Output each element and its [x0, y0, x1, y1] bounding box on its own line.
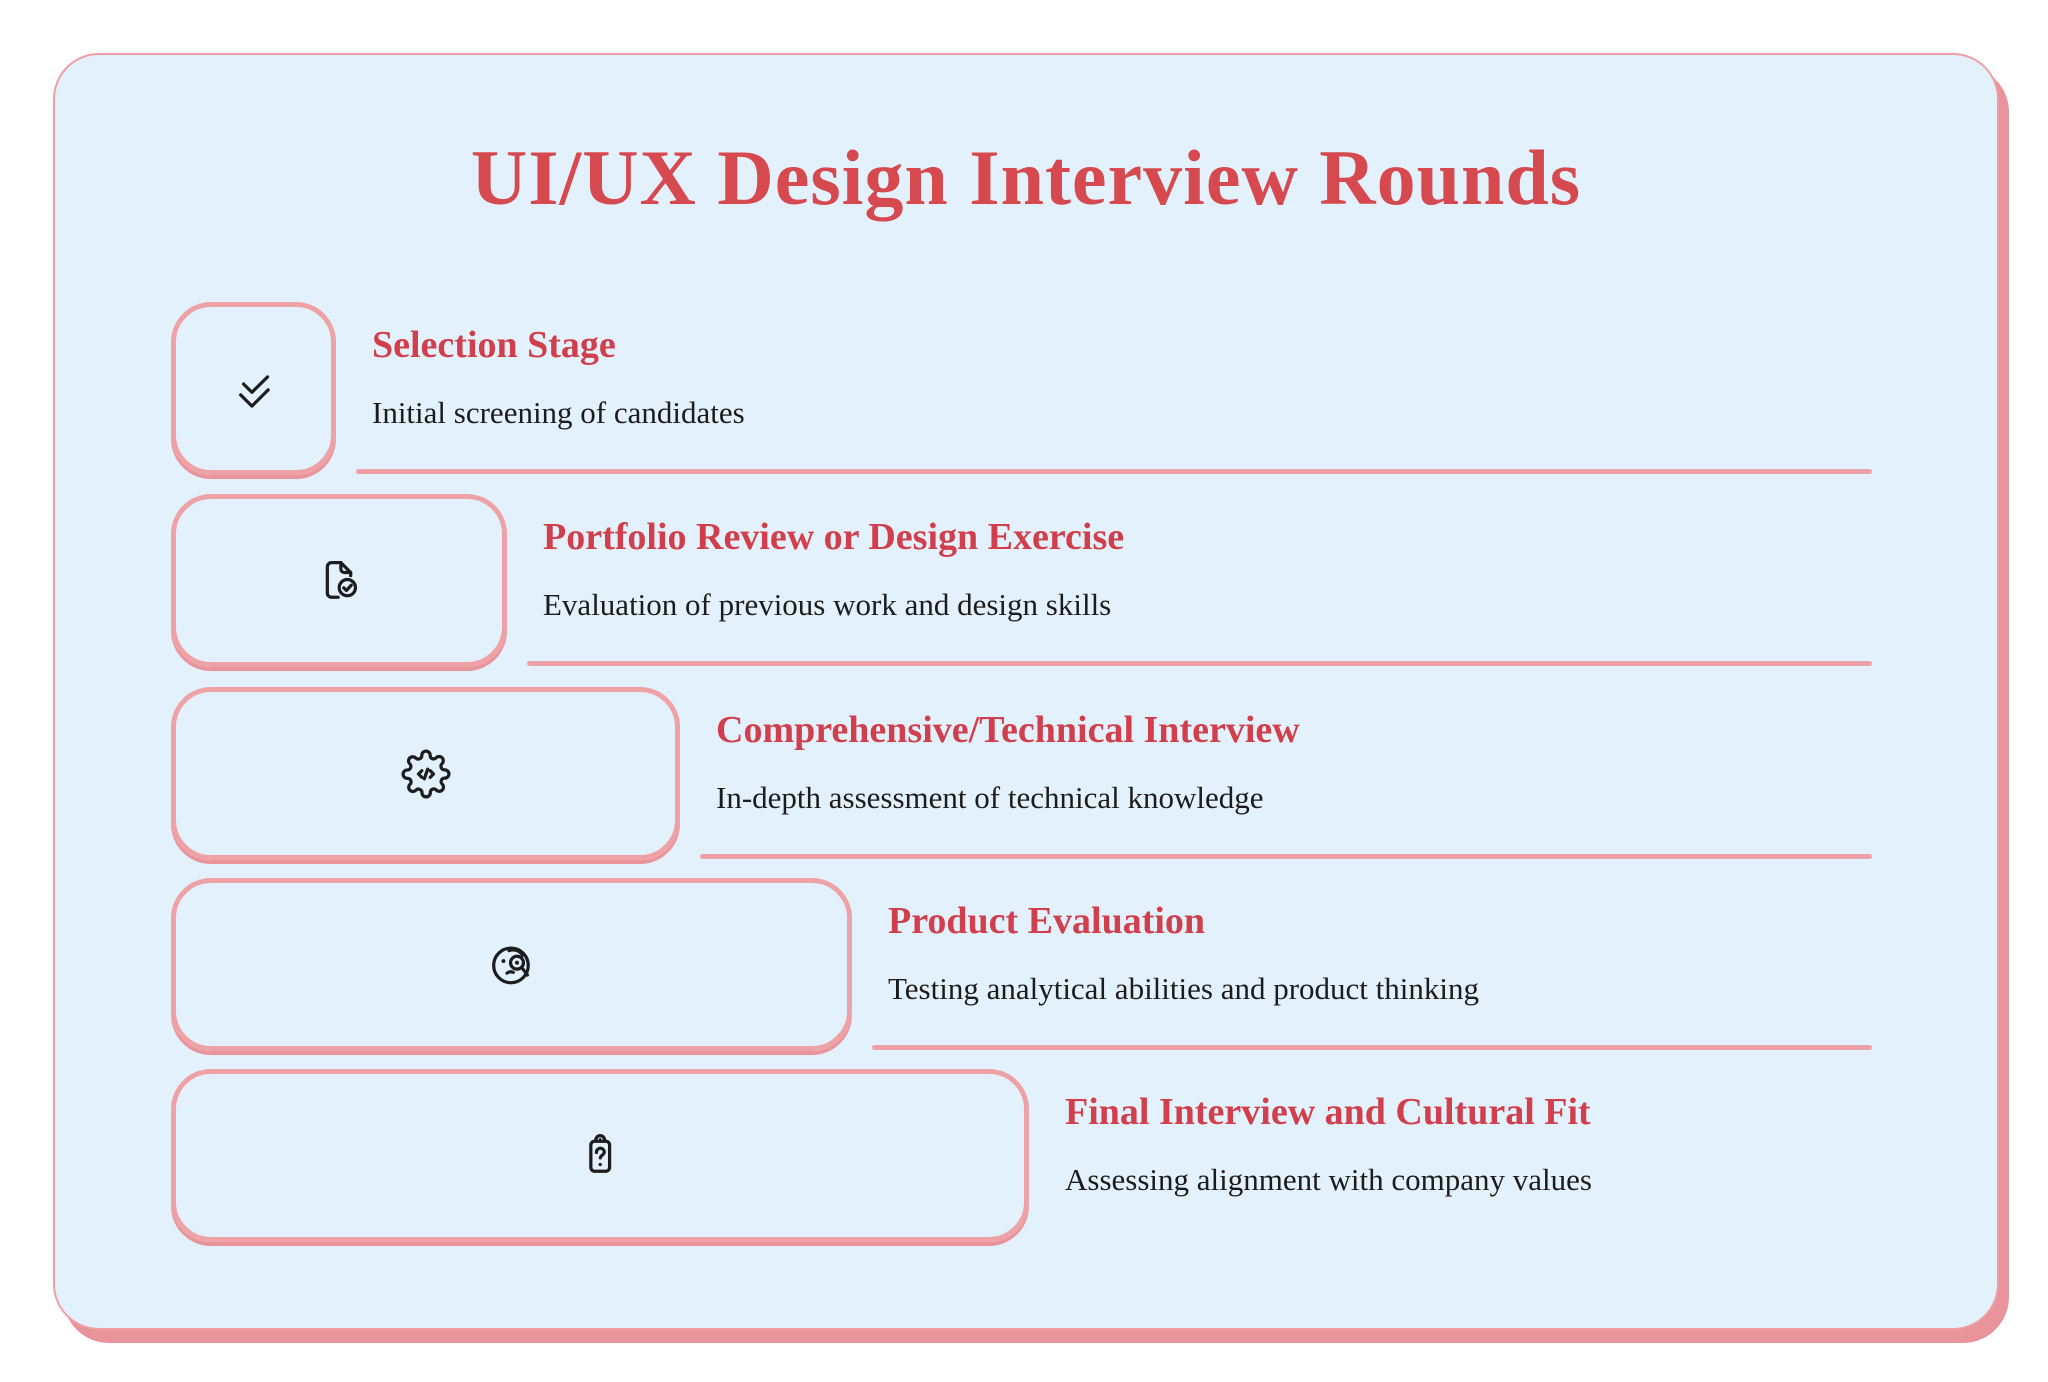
stage-divider	[872, 1045, 1872, 1050]
stage-text: Portfolio Review or Design Exercise Eval…	[543, 516, 1872, 622]
stage-technical-interview: Comprehensive/Technical Interview In-dep…	[171, 687, 1872, 860]
stage-description: In-depth assessment of technical knowled…	[716, 779, 1264, 815]
stage-divider	[527, 661, 1872, 666]
stage-technical-interview-box	[171, 687, 680, 860]
stage-divider	[700, 854, 1872, 859]
stage-divider	[356, 469, 1872, 474]
stage-text: Product Evaluation Testing analytical ab…	[888, 900, 1872, 1006]
stage-description: Initial screening of candidates	[372, 394, 745, 430]
stage-title: Selection Stage	[372, 324, 616, 366]
stage-portfolio-review: Portfolio Review or Design Exercise Eval…	[171, 494, 1872, 667]
stage-description: Testing analytical abilities and product…	[888, 970, 1479, 1006]
stage-product-evaluation-box	[171, 878, 852, 1051]
stage-final-interview: Final Interview and Cultural Fit Assessi…	[171, 1069, 1872, 1242]
stage-text: Final Interview and Cultural Fit Assessi…	[1065, 1091, 1872, 1197]
clipboard-question-icon	[589, 1133, 612, 1173]
face-magnifier-icon	[491, 946, 530, 984]
stage-title: Portfolio Review or Design Exercise	[543, 516, 1125, 558]
stage-title: Final Interview and Cultural Fit	[1065, 1091, 1591, 1133]
double-check-icon	[238, 374, 270, 408]
stage-selection-box	[171, 302, 336, 475]
stage-title: Product Evaluation	[888, 900, 1206, 942]
stage-portfolio-review-box	[171, 494, 507, 667]
stage-text: Comprehensive/Technical Interview In-dep…	[716, 709, 1872, 815]
stage-selection: Selection Stage Initial screening of can…	[171, 302, 1872, 475]
stage-description: Evaluation of previous work and design s…	[543, 586, 1112, 622]
file-check-icon	[325, 560, 358, 599]
stage-description: Assessing alignment with company values	[1065, 1161, 1592, 1197]
stage-text: Selection Stage Initial screening of can…	[372, 324, 1872, 430]
page-title: UI/UX Design Interview Rounds	[470, 134, 1582, 221]
interview-rounds-card: UI/UX Design Interview Rounds Selection …	[53, 53, 1999, 1330]
stage-final-interview-box	[171, 1069, 1029, 1242]
stage-product-evaluation: Product Evaluation Testing analytical ab…	[171, 878, 1872, 1051]
stage-title: Comprehensive/Technical Interview	[716, 709, 1300, 751]
gear-code-icon	[400, 748, 451, 799]
